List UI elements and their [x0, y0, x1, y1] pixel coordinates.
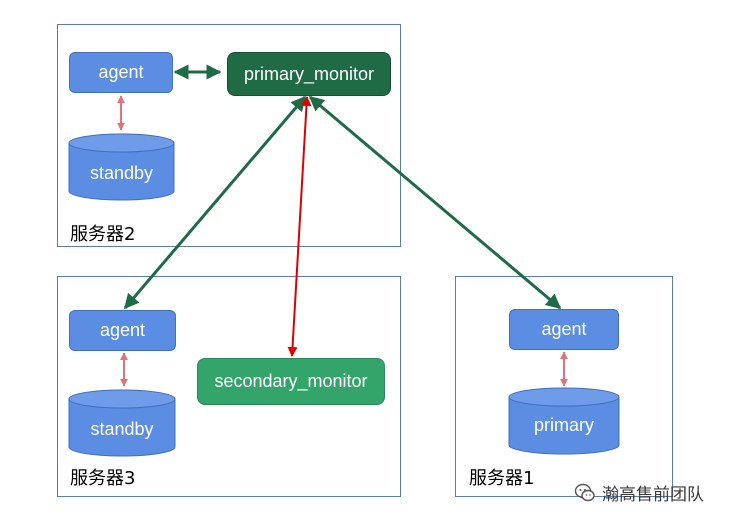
primary-database-server1: primary [508, 387, 620, 455]
standby-label-server2: standby [89, 163, 154, 183]
secondary-monitor-node: secondary_monitor [197, 358, 385, 405]
server1-label: 服务器1 [469, 468, 535, 489]
arrow-primary-secondary-monitor [287, 96, 312, 357]
primary-monitor-node: primary_monitor [227, 52, 391, 96]
cylinder-icon [68, 133, 175, 201]
standby-database-server3: standby [68, 389, 176, 457]
server1-box [455, 276, 673, 497]
cylinder-icon [68, 389, 176, 457]
agent-node-server1: agent [509, 309, 619, 350]
arrow-primary-monitor-agent1 [308, 95, 562, 310]
server2-label: 服务器2 [70, 224, 136, 245]
watermark: 瀚高售前团队 [574, 480, 704, 505]
arrow-primary-monitor-agent3 [123, 95, 307, 310]
standby-label-server3: standby [90, 419, 154, 439]
server3-label: 服务器3 [70, 468, 136, 489]
standby-database-server2: standby [68, 133, 175, 201]
agent-node-server2: agent [69, 52, 173, 93]
agent-node-server3: agent [69, 310, 176, 351]
wechat-icon [574, 482, 596, 504]
primary-label-server1: primary [533, 415, 594, 435]
cylinder-icon [508, 387, 620, 455]
watermark-text: 瀚高售前团队 [602, 485, 704, 505]
